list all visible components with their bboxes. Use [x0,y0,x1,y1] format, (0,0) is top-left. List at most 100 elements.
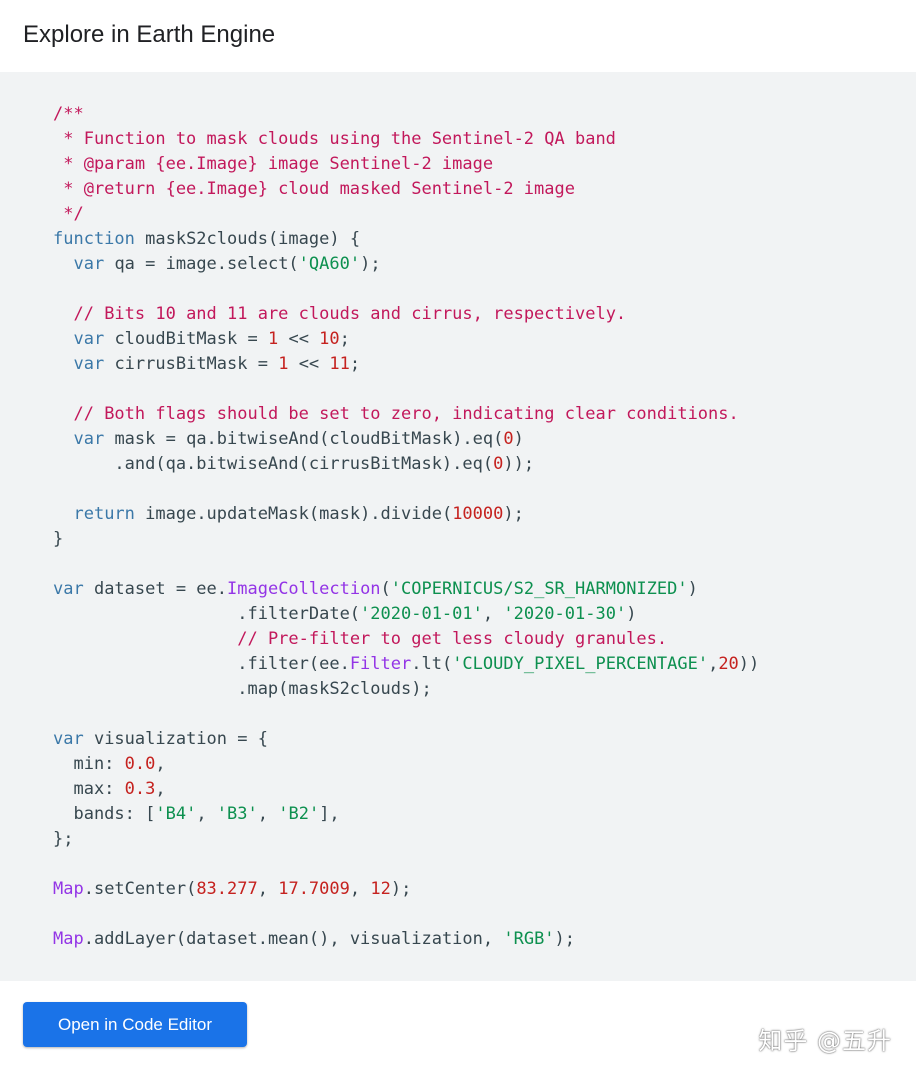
code-token-plain [53,329,73,349]
code-line: .filterDate('2020-01-01', '2020-01-30') [53,602,759,627]
code-token-plain [53,629,237,649]
code-line: } [53,527,759,552]
code-token-keyword: var [73,429,105,449]
code-line [53,902,759,927]
code-token-builtin: Map [53,929,84,949]
code-token-plain: image.updateMask(mask).divide( [134,504,453,524]
code-line: Map.setCenter(83.277, 17.7009, 12); [53,877,759,902]
code-line: bands: ['B4', 'B3', 'B2'], [53,802,759,827]
code-token-plain: visualization = { [83,729,268,749]
code-line: // Bits 10 and 11 are clouds and cirrus,… [53,302,759,327]
code-line: .and(qa.bitwiseAnd(cirrusBitMask).eq(0))… [53,452,759,477]
code-line: var cloudBitMask = 1 << 10; [53,327,759,352]
code-line: // Pre-filter to get less cloudy granule… [53,627,759,652]
code-token-plain: .filterDate( [53,604,361,624]
code-line: * @return {ee.Image} cloud masked Sentin… [53,177,759,202]
code-token-plain: min: [53,754,125,774]
code-line: * @param {ee.Image} image Sentinel-2 ima… [53,152,759,177]
code-token-string: 'QA60' [298,254,361,274]
code-line: var qa = image.select('QA60'); [53,252,759,277]
code-token-plain: dataset = ee. [83,579,228,599]
code-line: }; [53,827,759,852]
code-token-comment: */ [53,204,84,224]
code-token-plain: , [257,804,279,824]
code-line: /** [53,102,759,127]
code-token-string: 'B3' [216,804,258,824]
code-token-plain: ); [554,929,576,949]
code-token-plain [53,504,73,524]
code-token-number: 0 [503,429,514,449]
code-token-plain [53,354,73,374]
code-token-builtin: ImageCollection [227,579,381,599]
code-token-keyword: return [73,504,135,524]
code-token-plain: cloudBitMask = [104,329,268,349]
code-token-comment: // Pre-filter to get less cloudy granule… [237,629,668,649]
code-token-plain [53,304,73,324]
code-token-number: 10 [319,329,340,349]
code-token-keyword: var [53,579,84,599]
open-in-code-editor-button[interactable]: Open in Code Editor [23,1002,247,1047]
code-token-plain: max: [53,779,125,799]
code-token-number: 0 [493,454,504,474]
code-token-plain: .addLayer(dataset.mean(), visualization, [83,929,504,949]
code-token-plain: , [482,604,504,624]
code-token-string: 'B4' [155,804,197,824]
code-token-plain: , [196,804,217,824]
code-token-plain [53,429,73,449]
code-line: min: 0.0, [53,752,759,777]
code-token-number: 11 [329,354,350,374]
code-token-plain: .and(qa.bitwiseAnd(cirrusBitMask).eq( [53,454,494,474]
code-line: .filter(ee.Filter.lt('CLOUDY_PIXEL_PERCE… [53,652,759,677]
code-token-plain: , [257,879,279,899]
code-token-plain: ( [380,579,391,599]
code-token-comment: /** [53,104,84,124]
code-line: .map(maskS2clouds); [53,677,759,702]
code-token-plain: , [349,879,371,899]
code-line: var dataset = ee.ImageCollection('COPERN… [53,577,759,602]
code-token-comment: * @return {ee.Image} cloud masked Sentin… [53,179,575,199]
code-token-comment: // Both flags should be set to zero, ind… [73,404,739,424]
code-token-number: 10000 [452,504,504,524]
code-token-plain: )) [738,654,760,674]
code-token-plain: .lt( [411,654,453,674]
code-token-number: 20 [718,654,739,674]
page-header: Explore in Earth Engine [0,0,916,72]
code-token-plain: .filter(ee. [53,654,350,674]
code-line [53,702,759,727]
code-line: var cirrusBitMask = 1 << 11; [53,352,759,377]
code-line: * Function to mask clouds using the Sent… [53,127,759,152]
code-token-number: 83.277 [196,879,258,899]
code-line: max: 0.3, [53,777,759,802]
code-token-plain: , [155,754,166,774]
code-token-plain: ); [503,504,524,524]
code-line: var visualization = { [53,727,759,752]
code-token-plain: bands: [ [53,804,156,824]
code-token-plain [53,404,73,424]
code-token-builtin: Map [53,879,84,899]
code-token-plain: , [708,654,719,674]
code-token-string: 'CLOUDY_PIXEL_PERCENTAGE' [452,654,709,674]
code-token-plain: ; [339,329,350,349]
code-token-plain: << [288,354,330,374]
code-token-comment: * Function to mask clouds using the Sent… [53,129,616,149]
code-token-keyword: var [53,729,84,749]
code-token-string: 'B2' [278,804,320,824]
code-line [53,852,759,877]
code-token-string: '2020-01-01' [360,604,483,624]
code-line: // Both flags should be set to zero, ind… [53,402,759,427]
code-token-comment: // Bits 10 and 11 are clouds and cirrus,… [73,304,627,324]
code-token-string: '2020-01-30' [503,604,627,624]
code-token-keyword: var [73,329,105,349]
code-token-plain: ], [319,804,340,824]
code-token-plain: maskS2clouds(image) { [134,229,361,249]
code-line [53,377,759,402]
code-block: /** * Function to mask clouds using the … [53,102,759,952]
code-token-plain: .map(maskS2clouds); [53,679,432,699]
code-token-plain: ); [390,879,412,899]
code-token-plain: cirrusBitMask = [104,354,279,374]
code-token-plain: , [155,779,166,799]
code-token-number: 12 [370,879,391,899]
code-line: function maskS2clouds(image) { [53,227,759,252]
code-line [53,477,759,502]
code-token-builtin: Filter [349,654,412,674]
